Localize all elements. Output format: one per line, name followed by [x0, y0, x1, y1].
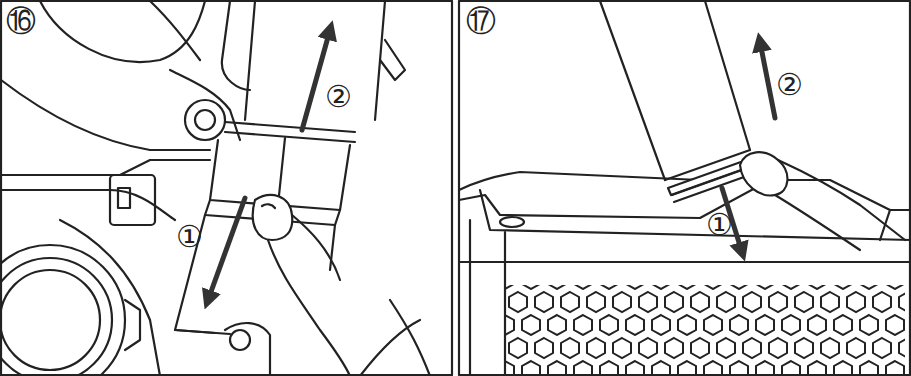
callout-number: ②	[325, 82, 352, 112]
step-number: ⑯	[6, 6, 36, 36]
callout-number: ①	[706, 210, 733, 240]
callout-number: ①	[176, 222, 203, 252]
callout-number: ②	[776, 70, 803, 100]
step-number: ⑰	[466, 6, 496, 36]
